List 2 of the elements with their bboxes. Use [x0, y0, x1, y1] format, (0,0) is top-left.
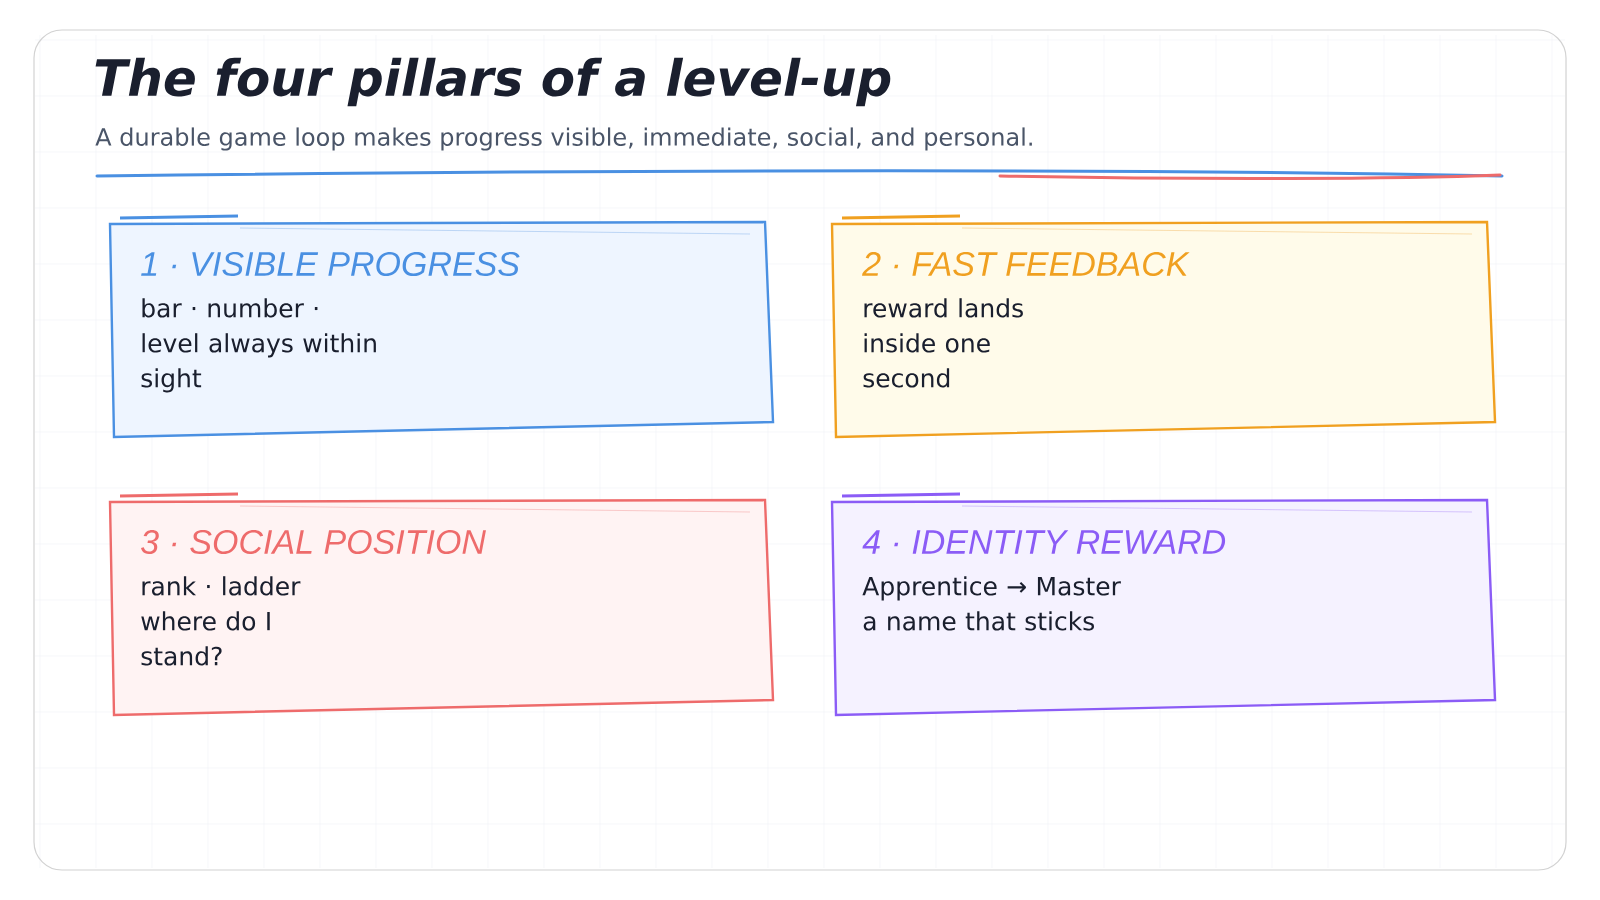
subtitle: A durable game loop makes progress visible, immediate, social, and personal.: [95, 127, 1032, 151]
title: The four pillars of a level-up: [95, 57, 891, 107]
